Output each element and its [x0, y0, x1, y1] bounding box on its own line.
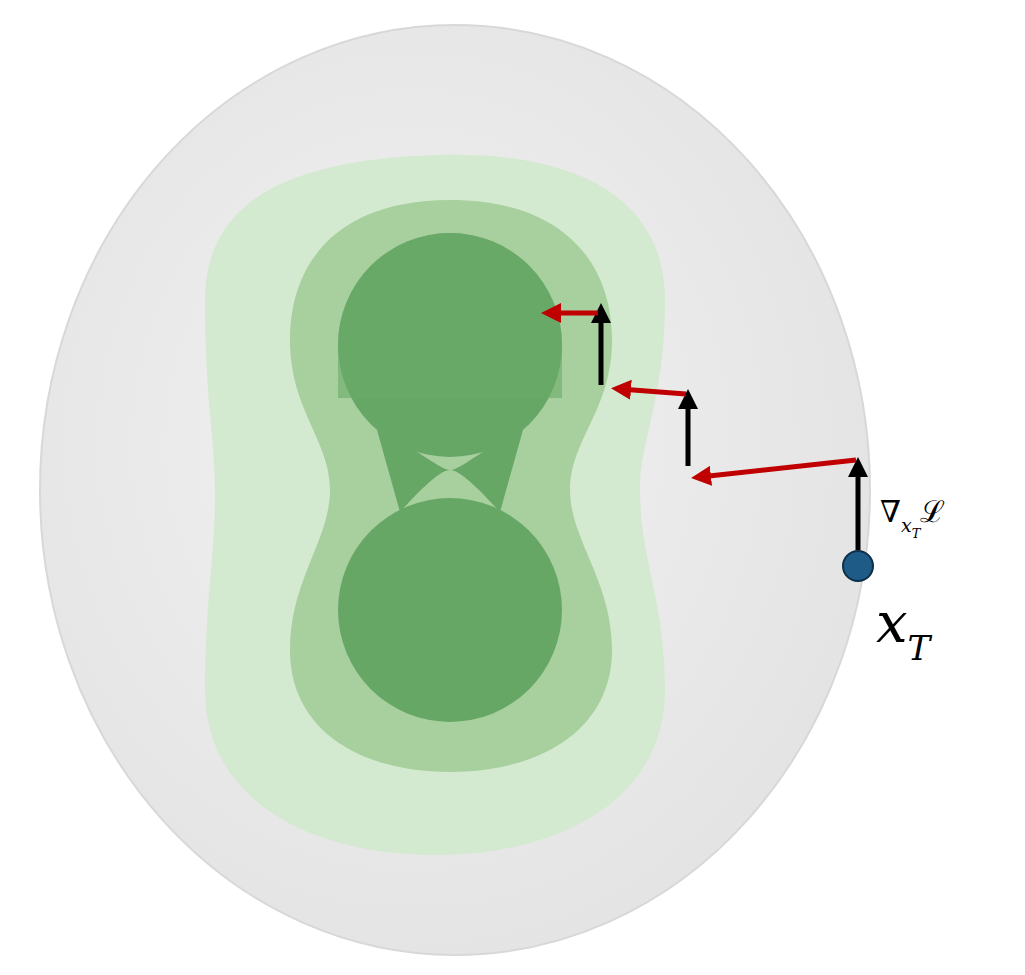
outer-sphere — [40, 25, 870, 955]
outer-level-set — [205, 155, 665, 855]
gradient-symbol: ∇ — [880, 494, 901, 529]
start-point — [843, 551, 873, 581]
math-label: ∇xTℒ — [880, 490, 945, 531]
variable-name: x — [876, 590, 908, 655]
subscript-index: T — [912, 526, 921, 541]
loss-symbol: ℒ — [920, 494, 945, 529]
inner-level-set — [338, 233, 562, 722]
middle-level-set — [290, 200, 612, 772]
gradient-steps — [550, 312, 858, 550]
variable-index: T — [908, 628, 931, 668]
math-label: xT — [876, 590, 930, 655]
subscript-variable: x — [901, 514, 912, 536]
inner-top-shade — [338, 233, 562, 398]
